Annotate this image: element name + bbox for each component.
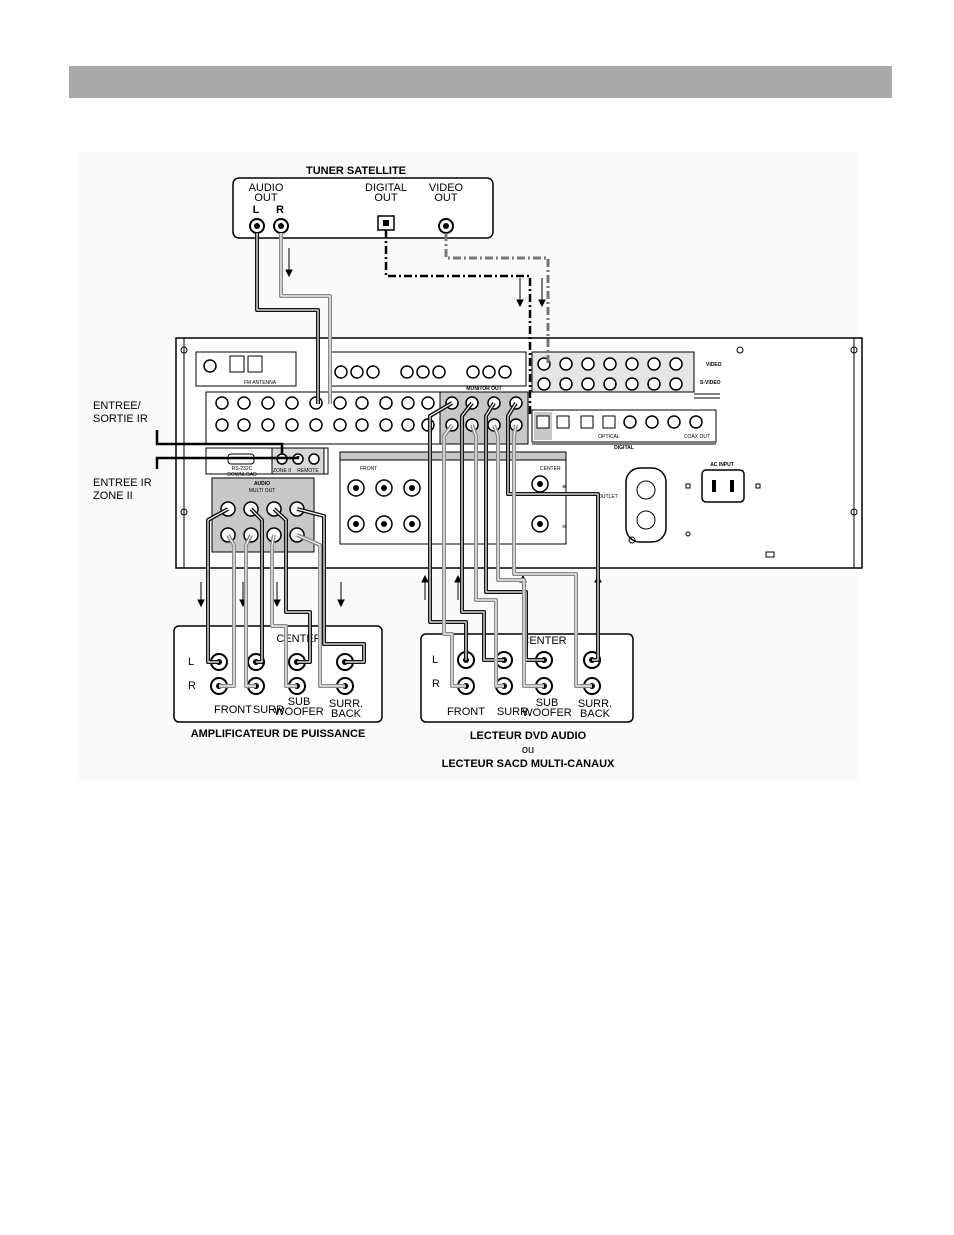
composite-video-row [531,351,695,393]
amp-right-label: R [188,680,196,692]
video-input-row [329,351,527,387]
power-section: AC INPUT [625,462,775,558]
amp-sub-label-2: WOOFER [274,706,324,718]
ac-input-label: AC INPUT [710,462,734,468]
satellite-box [232,177,494,239]
svg-text:⊕: ⊕ [562,484,566,490]
satellite-right-label: R [276,204,284,216]
monitor-out-label: MONITOR OUT [466,386,501,392]
satellite-digital-label-1: DIGITAL [365,182,407,194]
am-antenna-jack [203,359,217,373]
cable-sat-digital [384,230,532,416]
satellite-video-label-1: VIDEO [429,182,464,194]
dvd-surr-label: SURR. [497,706,531,718]
ac-input-socket [701,469,745,503]
satellite-tuner: TUNER SATELLITE AUDIO OUT L R DIGITAL OU… [232,165,494,239]
svg-text:⊖: ⊖ [562,524,566,530]
satellite-digital-label-2: OUT [374,192,398,204]
satellite-left-label: L [253,204,260,216]
section-header-bar [69,66,892,98]
dvd-center-label: CENTER [521,635,566,647]
multi-out-label: MULTI OUT [249,488,276,494]
ir-zone2-label-1: ENTREE IR [93,477,152,489]
dvd-left-label: L [432,654,438,666]
satellite-title: TUNER SATELLITE [306,165,406,177]
power-amplifier: L R CENTER FRONT SURR. SUB WOOFER SURR. … [173,625,383,740]
dvd-surr-back-label-1: SURR. [578,698,612,710]
dvd-right-label: R [432,678,440,690]
ir-in-out-label-2: SORTIE IR [93,413,148,425]
side-labels: ENTREE/ SORTIE IR ENTREE IR ZONE II [93,400,300,502]
front-terminal-label: FRONT [360,466,377,472]
center-terminal-label: CENTER [540,466,561,472]
satellite-audio-label-2: OUT [254,192,278,204]
satellite-video-label-2: OUT [434,192,458,204]
ir-in-out-label-1: ENTREE/ [93,400,142,412]
amp-front-label: FRONT [214,704,252,716]
cable-sat-video [444,233,550,366]
cables [206,230,600,688]
coaxial-label: COAX OUT [684,434,710,440]
download-label: DOWNLOAD [227,472,257,478]
dvd-sub-label-1: SUB [536,697,559,709]
optical-label: OPTICAL [598,434,620,440]
dvd-front-label: FRONT [447,706,485,718]
speaker-terminals: FRONT CENTER ⊕ ⊖ [339,451,567,545]
amp-surr-back-label-2: BACK [331,708,362,720]
outlet-label: OUTLET [598,494,618,500]
rs232-label: RS-232C [232,466,253,472]
amp-center-label: CENTER [276,633,321,645]
dvd-surr-back-label-2: BACK [580,708,611,720]
dvd-title-line-3: LECTEUR SACD MULTI-CANAUX [442,758,615,770]
receiver-rear-panel: FM ANTENNA [175,337,863,569]
svideo-label: S-VIDEO [700,380,721,386]
audio-input-block [205,391,529,445]
dvd-sub-label-2: WOOFER [522,707,572,719]
amplifier-title: AMPLIFICATEUR DE PUISSANCE [191,728,366,740]
ir-zone2-label-2: ZONE II [93,490,133,502]
digital-label: DIGITAL [614,445,634,451]
amp-sub-label-1: SUB [288,696,311,708]
antenna-label: FM ANTENNA [244,380,277,386]
control-ports: RS-232C DOWNLOAD ZONE II REMOTE [205,447,329,478]
amp-surr-label: SURR. [253,704,287,716]
video-label: VIDEO [706,362,722,368]
satellite-audio-label-1: AUDIO [249,182,284,194]
dvd-title-line-1: LECTEUR DVD AUDIO [470,730,587,742]
audio-label: AUDIO [254,481,270,487]
amp-surr-back-label-1: SURR. [329,698,363,710]
dvd-title-line-2: ou [522,744,534,756]
amp-left-label: L [188,656,194,668]
digital-input-block: OPTICAL COAX OUT DIGITAL [531,409,717,451]
remote-label: REMOTE [297,468,319,474]
zone2-remote-label: ZONE II [273,468,291,474]
